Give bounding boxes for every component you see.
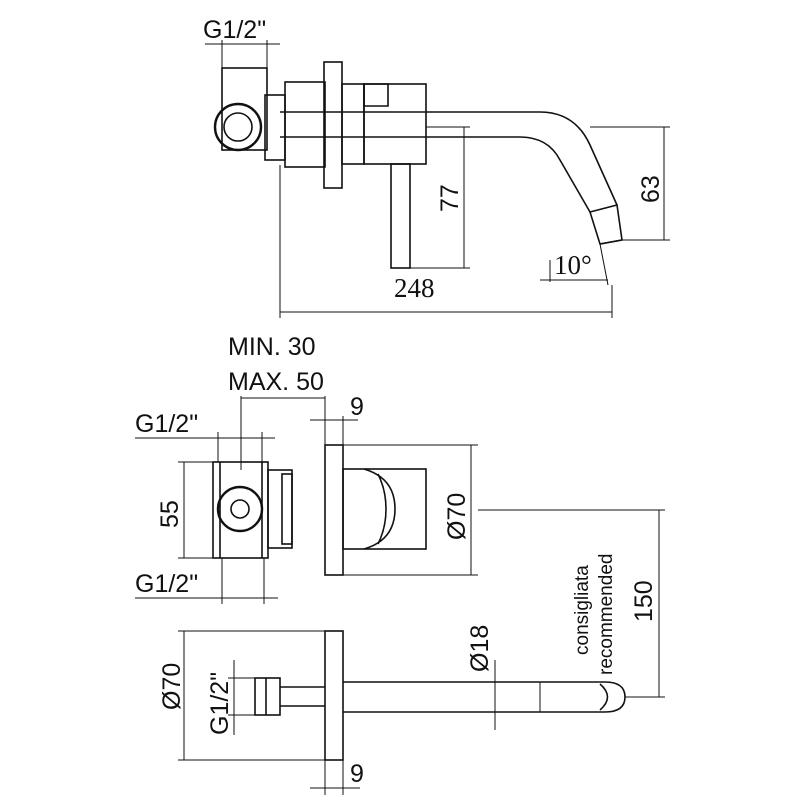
- front-dim-9: 9: [350, 393, 364, 421]
- recommended-en: recommended: [596, 554, 617, 675]
- top-wall-plate: [323, 61, 343, 189]
- front-wall-plate: [324, 444, 344, 576]
- front-inlet-ring: [216, 485, 264, 533]
- top-thread-label: G1/2": [203, 16, 266, 44]
- side-dim-d18: Ø18: [466, 625, 494, 672]
- max-label: MAX. 50: [228, 368, 324, 396]
- recommended-it: consigliata: [572, 565, 593, 655]
- front-view: MIN. 30 MAX. 50 9 G1/2" 55: [135, 333, 478, 604]
- dim-63: 63: [637, 175, 665, 203]
- top-lever: [390, 163, 411, 269]
- side-inlet-nut: [254, 677, 281, 716]
- angle-10: 10°: [554, 250, 592, 280]
- top-inlet-ring: [213, 102, 263, 152]
- min-label: MIN. 30: [228, 333, 316, 361]
- side-view: Ø70 G1/2" Ø18 consigliata recommended 15…: [158, 509, 665, 795]
- dim-248: 248: [394, 273, 435, 303]
- side-spout: [343, 681, 626, 713]
- top-view: G1/2" 77 63 10°: [203, 16, 670, 318]
- side-dim-9: 9: [350, 760, 364, 788]
- front-thread-top: G1/2": [135, 410, 198, 438]
- front-dim-55: 55: [156, 500, 184, 528]
- side-thread: G1/2": [206, 672, 234, 735]
- top-spout: [280, 111, 618, 206]
- front-dim-d70: Ø70: [443, 493, 471, 540]
- side-dim-d70: Ø70: [158, 663, 186, 710]
- front-thread-bottom: G1/2": [135, 570, 198, 598]
- side-wall-plate: [324, 630, 344, 761]
- dim-77: 77: [436, 184, 464, 212]
- front-valve-block: [212, 461, 269, 559]
- side-dim-150: 150: [630, 580, 658, 622]
